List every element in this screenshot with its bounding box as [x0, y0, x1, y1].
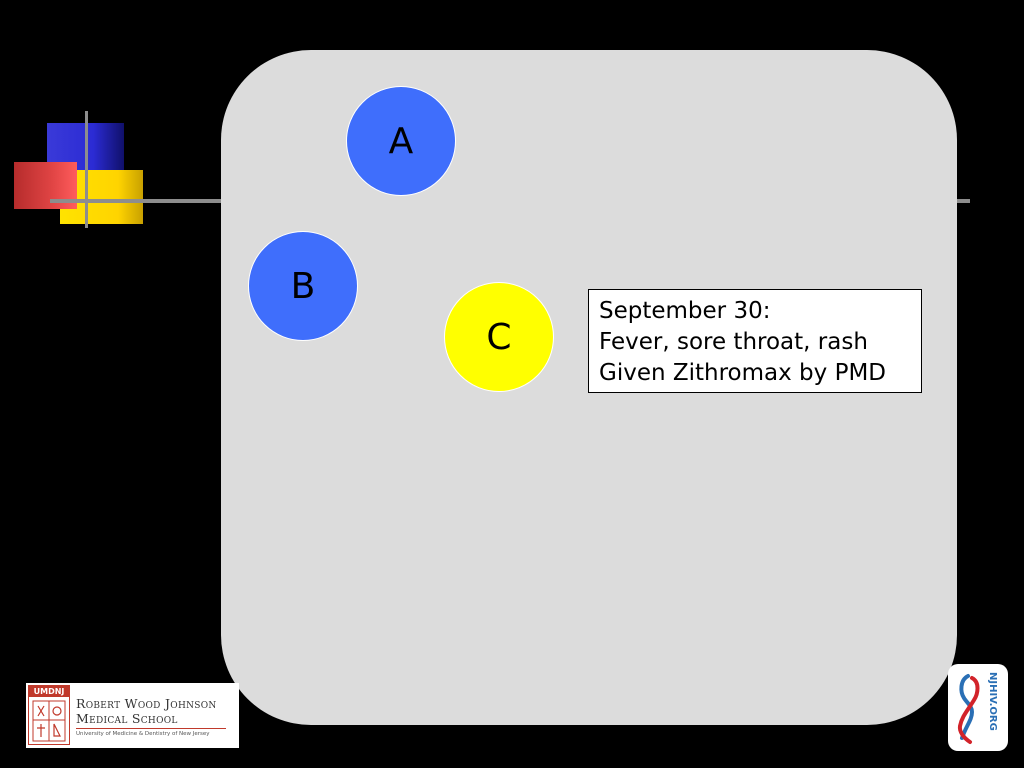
node-b-label: B	[290, 265, 316, 307]
note-treatment: Given Zithromax by PMD	[599, 360, 886, 386]
njhiv-logo: NJHIV.ORG	[948, 664, 1008, 751]
school-name-line1: Robert Wood Johnson	[76, 696, 217, 711]
logo-divider	[76, 728, 226, 729]
ribbon-icon	[957, 674, 980, 744]
njhiv-text: NJHIV.ORG	[987, 672, 998, 731]
node-c-label: C	[486, 316, 512, 358]
school-name-line2: Medical School	[76, 711, 178, 726]
node-b: B	[248, 231, 358, 341]
umdnj-badge: UMDNJ	[29, 686, 69, 697]
node-a: A	[346, 86, 456, 196]
crest-icon: UMDNJ	[28, 685, 70, 745]
school-subtitle: University of Medicine & Dentistry of Ne…	[76, 731, 210, 737]
note-date: September 30:	[599, 298, 771, 324]
event-note: September 30: Fever, sore throat, rash G…	[588, 289, 922, 393]
note-symptoms: Fever, sore throat, rash	[599, 329, 868, 355]
rwj-logo: UMDNJ Robert Wood Johnson Medical School…	[26, 683, 239, 748]
node-c: C	[444, 282, 554, 392]
node-a-label: A	[388, 120, 414, 162]
decor-vertical-line	[85, 111, 88, 228]
